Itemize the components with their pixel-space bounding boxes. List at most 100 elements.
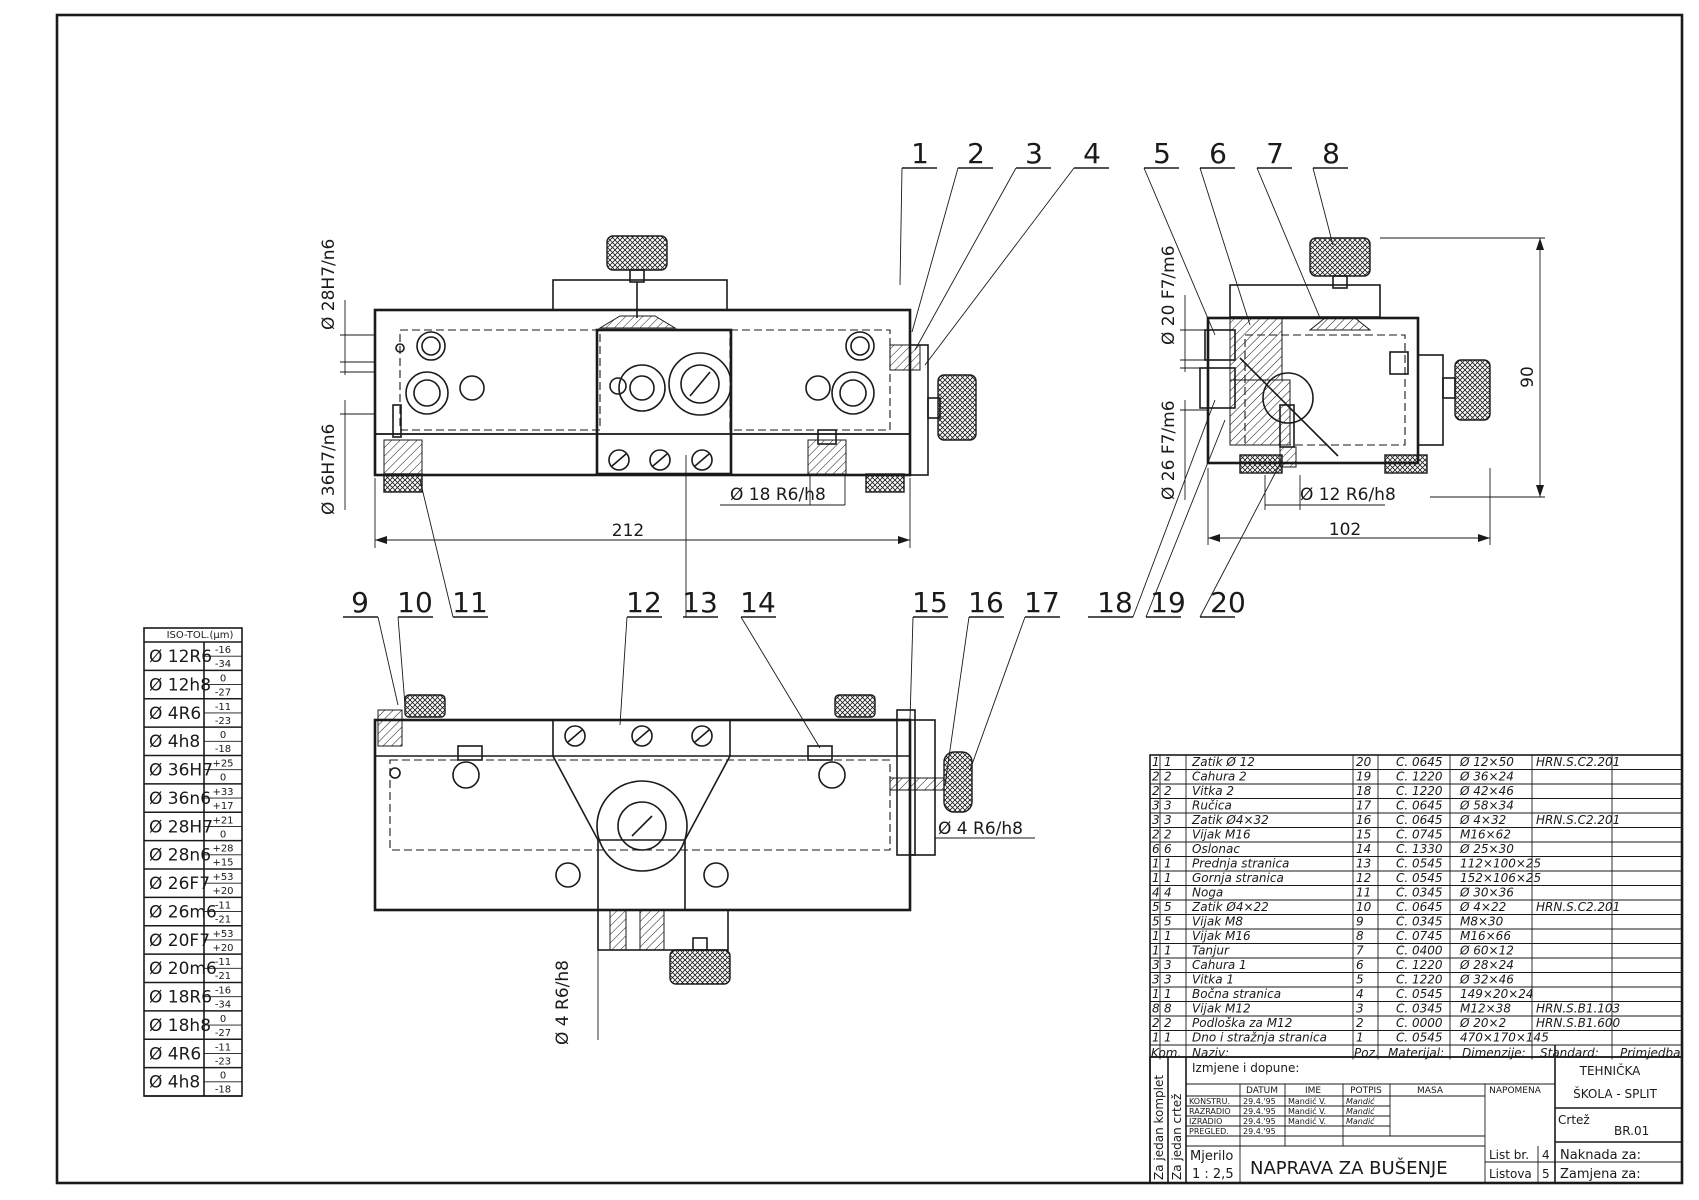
bom-dimensions: M16×62 xyxy=(1460,828,1511,842)
callout-15: 15 xyxy=(912,586,948,619)
bom-qty-a: 2 xyxy=(1152,828,1160,842)
col-potpis: POTPIS xyxy=(1350,1086,1382,1096)
sig-role: PREGLED. xyxy=(1189,1127,1229,1136)
tolerance-lower: -27 xyxy=(215,687,231,698)
bom-standard: HRN.S.C2.201 xyxy=(1536,813,1620,827)
col-ime: IME xyxy=(1305,1086,1321,1096)
bom-position: 15 xyxy=(1356,828,1371,842)
bom-qty-b: 3 xyxy=(1164,813,1172,827)
sig-role: KONSTRU. xyxy=(1189,1097,1230,1106)
tolerance-lower: 0 xyxy=(220,773,226,784)
tolerance-fit: Ø 4R6 xyxy=(149,1044,201,1064)
sig-name: Mandić V. xyxy=(1288,1106,1326,1116)
tolerance-upper: +33 xyxy=(212,787,233,798)
bom-material: Č. 0545 xyxy=(1396,856,1443,871)
dim-102: 102 xyxy=(1329,520,1361,540)
bom-qty-a: 8 xyxy=(1152,1002,1160,1016)
drawing-number: BR.01 xyxy=(1614,1124,1649,1138)
top-knob-2 xyxy=(1309,237,1371,277)
tolerance-upper: +53 xyxy=(212,872,233,883)
tolerance-upper: 0 xyxy=(220,730,226,741)
bom-dimensions: Ø 42×46 xyxy=(1459,784,1514,798)
listova-label: Listova xyxy=(1489,1167,1532,1181)
bom-dimensions: Ø 28×24 xyxy=(1459,958,1514,972)
bom-name: Vijak M12 xyxy=(1192,1002,1251,1016)
bom-dimensions: Ø 30×36 xyxy=(1459,886,1514,900)
tolerance-fit: Ø 26m6 xyxy=(149,902,217,922)
bom-header-naziv: Naziv: xyxy=(1192,1046,1229,1060)
bom-name: Podloška za M12 xyxy=(1192,1016,1292,1030)
col-napomena: NAPOMENA xyxy=(1489,1086,1542,1096)
bom-qty-b: 2 xyxy=(1164,1016,1172,1030)
bom-qty-b: 1 xyxy=(1164,755,1172,769)
callout-4: 4 xyxy=(1083,137,1101,170)
bom-position: 2 xyxy=(1356,1016,1364,1030)
bom-qty-a: 1 xyxy=(1152,857,1160,871)
bom-position: 9 xyxy=(1356,915,1364,929)
bom-qty-a: 1 xyxy=(1152,755,1160,769)
callout-7: 7 xyxy=(1266,137,1284,170)
bom-position: 10 xyxy=(1356,900,1372,914)
bom-name: Zatik Ø 12 xyxy=(1191,755,1255,769)
top-knob-1 xyxy=(606,235,668,271)
bom-dimensions: Ø 12×50 xyxy=(1459,755,1514,769)
front-view: 212 Ø 18 R6/h8 Ø 28H7/n6 Ø 36H7/n6 xyxy=(319,235,977,548)
bom-material: Č. 0545 xyxy=(1396,986,1443,1001)
dim-d4-right: Ø 4 R6/h8 xyxy=(938,819,1023,839)
sig-date: 29.4.'95 xyxy=(1243,1117,1276,1126)
bom-qty-a: 1 xyxy=(1152,944,1160,958)
title-block: Za jedan komplet Za jedan crtež Izmjene … xyxy=(1149,1045,1683,1184)
tolerance-lower: -23 xyxy=(215,716,231,727)
bom-dimensions: Ø 4×22 xyxy=(1459,900,1506,914)
sig-date: 29.4.'95 xyxy=(1243,1127,1276,1136)
bom-name: Vitka 1 xyxy=(1192,973,1234,987)
bom-position: 18 xyxy=(1356,784,1372,798)
sig-role: IZRADIO xyxy=(1189,1117,1222,1126)
bom-name: Dno i stražnja stranica xyxy=(1192,1031,1327,1045)
bom-qty-b: 1 xyxy=(1164,987,1172,1001)
bom-qty-a: 4 xyxy=(1152,886,1160,900)
bom-position: 4 xyxy=(1356,987,1364,1001)
callouts: 1 2 3 4 5 6 7 8 9 10 11 12 13 14 15 16 1… xyxy=(343,137,1348,786)
bom-dimensions: Ø 20×2 xyxy=(1459,1016,1506,1030)
bom-position: 8 xyxy=(1356,929,1364,943)
bom-qty-a: 1 xyxy=(1152,929,1160,943)
scale-value: 1 : 2,5 xyxy=(1192,1167,1234,1182)
bom-material: Č. 0345 xyxy=(1396,885,1443,900)
bom-name: Ručica xyxy=(1192,799,1232,813)
bom-qty-a: 3 xyxy=(1152,958,1160,972)
bom-header-primjedba: Primjedba xyxy=(1620,1046,1681,1060)
bom-name: Zatik Ø4×22 xyxy=(1191,900,1269,914)
tolerance-lower: +17 xyxy=(212,801,233,812)
tolerance-fit: Ø 4R6 xyxy=(149,704,201,724)
bom-name: Gornja stranica xyxy=(1192,871,1284,885)
sig-signature: Mandić xyxy=(1346,1096,1375,1106)
bom-qty-a: 1 xyxy=(1152,987,1160,1001)
tolerance-lower: -21 xyxy=(215,914,231,925)
bom-name: Vijak M16 xyxy=(1192,828,1251,842)
bom-qty-a: 1 xyxy=(1152,1031,1160,1045)
tolerance-lower: -18 xyxy=(215,1085,231,1096)
bom-standard: HRN.S.C2.201 xyxy=(1536,900,1620,914)
sig-date: 29.4.'95 xyxy=(1243,1107,1276,1116)
top-view: Ø 4 R6/h8 Ø 4 R6/h8 xyxy=(373,694,1035,1045)
side-label-crtez: Za jedan crtež xyxy=(1170,1094,1184,1180)
sig-role: RAZRADIO xyxy=(1189,1107,1231,1116)
tolerance-fit: Ø 28H7 xyxy=(149,817,213,837)
tolerance-lower: -18 xyxy=(215,744,231,755)
dim-d28: Ø 28H7/n6 xyxy=(319,239,339,330)
bom-name: Oslonac xyxy=(1192,842,1240,856)
bom-material: Č. 1220 xyxy=(1396,957,1443,972)
bom-qty-b: 8 xyxy=(1164,1002,1172,1016)
crtez-label: Crtež xyxy=(1558,1113,1590,1127)
bom-dimensions: 112×100×25 xyxy=(1460,857,1541,871)
callout-17: 17 xyxy=(1024,586,1060,619)
bom-name: Vitka 2 xyxy=(1192,784,1234,798)
bom-position: 16 xyxy=(1356,813,1372,827)
tolerance-upper: 0 xyxy=(220,673,226,684)
tolerance-upper: +25 xyxy=(212,759,233,770)
bom-standard: HRN.S.B1.103 xyxy=(1536,1002,1620,1016)
tolerance-fit: Ø 12h8 xyxy=(149,675,211,695)
bom-header-materijal: Materijal: xyxy=(1388,1046,1444,1060)
